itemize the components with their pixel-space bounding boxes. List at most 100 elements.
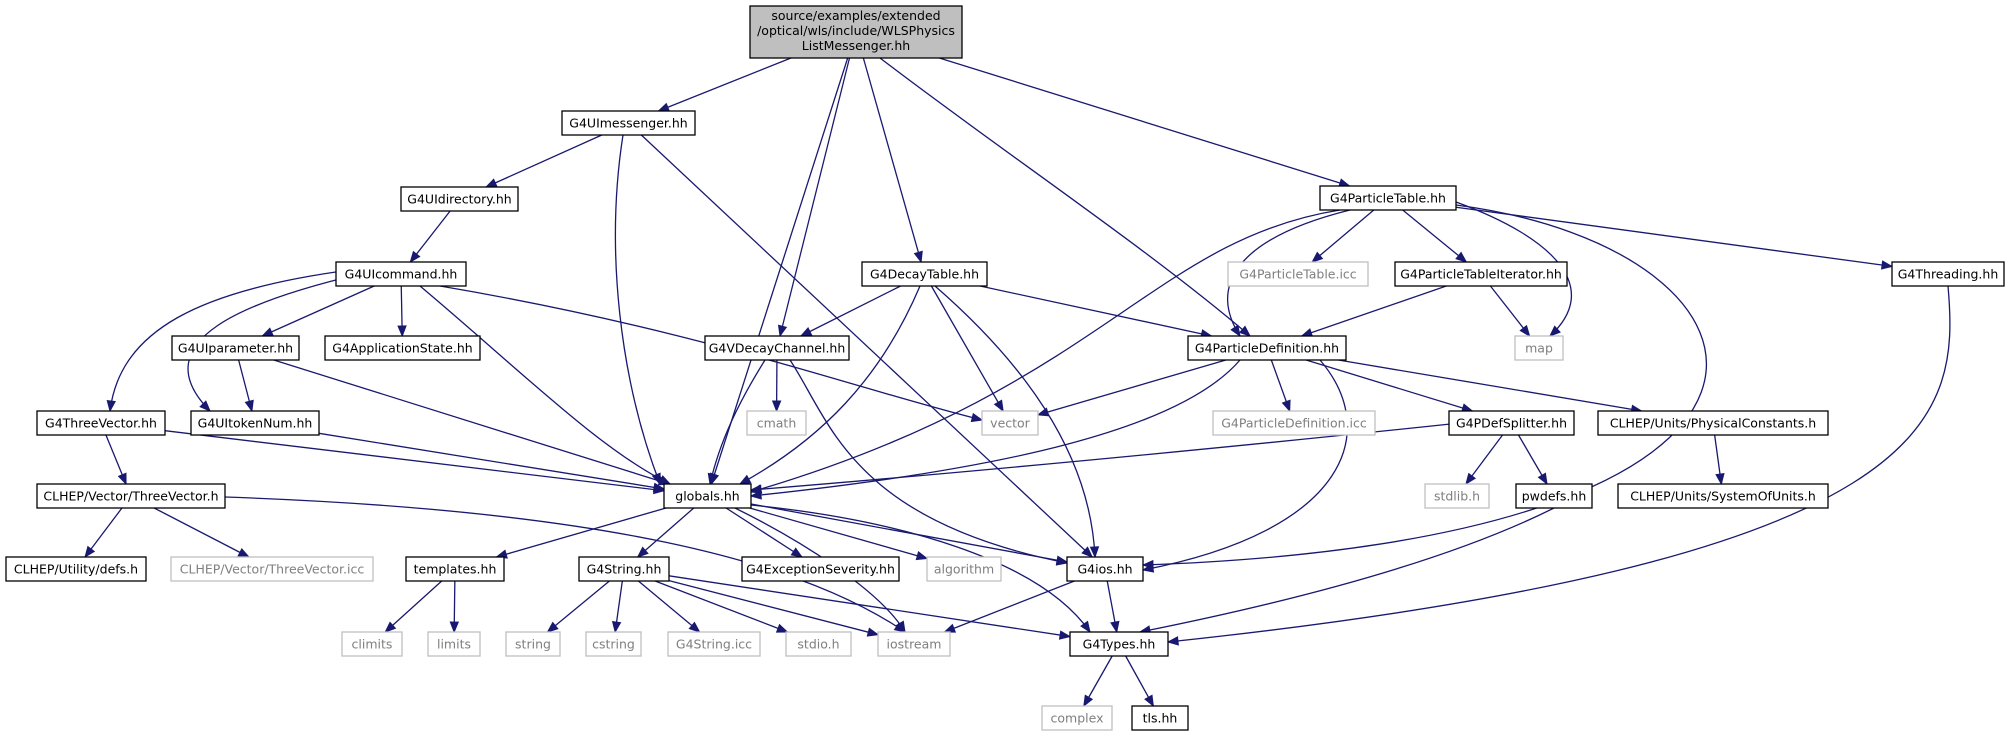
node-root-file[interactable]: source/examples/extended/optical/wls/inc…: [749, 5, 963, 59]
node-particletable[interactable]: G4ParticleTable.hh: [1319, 185, 1457, 211]
node-systemofunits[interactable]: CLHEP/Units/SystemOfUnits.h: [1617, 483, 1829, 509]
node-pdefsplitter[interactable]: G4PDefSplitter.hh: [1448, 410, 1575, 436]
edge-uicommand-to-threevector-arrowhead: [106, 399, 116, 413]
edge-globals-to-algorithm-arrowhead: [915, 551, 929, 561]
node-clhep_threevector-label: CLHEP/Vector/ThreeVector.h: [43, 489, 218, 504]
edge-pdefsplitter-to-globals-arrowhead: [749, 484, 762, 494]
edge-g4string-to-stdio: [654, 580, 788, 633]
node-systemofunits-label: CLHEP/Units/SystemOfUnits.h: [1630, 489, 1816, 504]
edge-particledefinition-to-vector: [1037, 359, 1227, 416]
node-g4string_icc: G4String.icc: [667, 631, 761, 657]
node-templates[interactable]: templates.hh: [405, 556, 505, 582]
node-g4string-label: G4String.hh: [587, 562, 662, 577]
node-complex: complex: [1041, 705, 1113, 731]
edge-globals-to-iostream-arrowhead: [895, 620, 906, 634]
node-map: map: [1514, 335, 1564, 361]
edge-globals-to-algorithm: [749, 507, 928, 560]
edge-root-to-particletable: [939, 57, 1350, 187]
node-stdio-label: stdio.h: [797, 637, 839, 652]
edge-g4string-to-stdio-arrowhead: [775, 623, 789, 633]
edge-uidirectory-to-uicommand: [409, 210, 451, 263]
node-g4string[interactable]: G4String.hh: [578, 556, 670, 582]
edge-uimessenger-to-uidirectory: [485, 134, 603, 188]
node-cstring: cstring: [585, 631, 642, 657]
edge-uiparameter-to-globals: [273, 359, 670, 485]
edge-g4string-to-g4types: [668, 575, 1071, 638]
node-vector-label: vector: [990, 416, 1031, 431]
edge-particletable-to-particledefinition-arrowhead: [1230, 324, 1241, 338]
node-particledefinition_icc: G4ParticleDefinition.icc: [1212, 410, 1376, 436]
node-threading[interactable]: G4Threading.hh: [1891, 261, 2005, 287]
edge-root-to-decaytable-arrowhead: [913, 250, 923, 264]
edge-templates-to-climits: [384, 580, 443, 633]
edge-templates-to-climits-arrowhead: [384, 621, 397, 633]
node-uimessenger[interactable]: G4UImessenger.hh: [561, 110, 696, 136]
edge-physicalconstants-to-systemofunits-arrowhead: [1715, 472, 1725, 486]
node-clhep_defs[interactable]: CLHEP/Utility/defs.h: [5, 556, 147, 582]
edge-particledefinition-to-globals-arrowhead: [749, 490, 762, 500]
edge-particletable-to-particletableiterator: [1402, 209, 1467, 263]
node-particletableiterator[interactable]: G4ParticleTableIterator.hh: [1394, 261, 1568, 287]
edge-particledefinition-to-globals: [750, 359, 1241, 497]
edge-globals-to-g4types: [750, 504, 1091, 633]
node-threevector[interactable]: G4ThreeVector.hh: [36, 410, 166, 436]
node-string: string: [505, 631, 561, 657]
nodes-layer: source/examples/extended/optical/wls/inc…: [5, 5, 2005, 731]
edge-uicommand-to-globals: [419, 285, 671, 485]
edge-decaytable-to-vector: [930, 285, 1004, 412]
node-clhep_threevector[interactable]: CLHEP/Vector/ThreeVector.h: [36, 483, 226, 509]
edge-clhep_threevector-to-clhep_threevector_icc-arrowhead: [237, 547, 251, 558]
node-vdecaychannel-label: G4VDecayChannel.hh: [709, 341, 846, 356]
node-tls[interactable]: tls.hh: [1131, 705, 1189, 731]
edge-g4string-to-g4string_icc: [637, 580, 701, 633]
edge-particletable-to-threading-arrowhead: [1880, 260, 1894, 270]
edge-g4ios-to-iostream: [944, 580, 1075, 633]
node-algorithm: algorithm: [926, 556, 1002, 582]
edge-root-to-decaytable: [862, 57, 922, 263]
edge-g4types-to-tls-arrowhead: [1144, 694, 1155, 708]
edge-decaytable-to-vector-arrowhead: [993, 399, 1004, 413]
edge-particletable-to-map-arrowhead: [1549, 325, 1561, 337]
node-stdlib-label: stdlib.h: [1434, 489, 1480, 504]
node-uidirectory[interactable]: G4UIdirectory.hh: [400, 186, 519, 212]
node-uitokennum-label: G4UItokenNum.hh: [198, 416, 313, 431]
node-physicalconstants[interactable]: CLHEP/Units/PhysicalConstants.h: [1597, 410, 1829, 436]
edge-threading-to-g4types-arrowhead: [1166, 636, 1179, 646]
node-algorithm-label: algorithm: [934, 562, 994, 577]
edge-particledefinition-to-pdefsplitter: [1305, 359, 1473, 412]
node-uitokennum[interactable]: G4UItokenNum.hh: [190, 410, 320, 436]
node-climits-label: climits: [352, 637, 393, 652]
edge-threading-to-g4types: [1167, 285, 1951, 643]
node-globals[interactable]: globals.hh: [663, 483, 752, 509]
node-exceptionseverity[interactable]: G4ExceptionSeverity.hh: [741, 556, 900, 582]
edge-decaytable-to-globals-arrowhead: [738, 474, 752, 485]
edge-uitokennum-to-globals: [318, 432, 665, 490]
node-vdecaychannel[interactable]: G4VDecayChannel.hh: [704, 335, 850, 361]
node-pdefsplitter-label: G4PDefSplitter.hh: [1456, 416, 1567, 431]
edge-uicommand-to-uitokennum: [187, 273, 361, 412]
node-particledefinition-label: G4ParticleDefinition.hh: [1195, 341, 1339, 356]
edge-uicommand-to-threevector: [109, 269, 351, 412]
edge-globals-to-g4types-arrowhead: [1080, 620, 1091, 634]
node-uiparameter[interactable]: G4UIparameter.hh: [171, 335, 300, 361]
node-g4types[interactable]: G4Types.hh: [1069, 631, 1169, 657]
node-map-label: map: [1525, 341, 1553, 356]
node-particledefinition[interactable]: G4ParticleDefinition.hh: [1187, 335, 1347, 361]
node-g4ios[interactable]: G4ios.hh: [1066, 556, 1144, 582]
edge-root-to-vdecaychannel-arrowhead: [777, 324, 788, 338]
edge-particledefinition-to-g4ios-arrowhead: [1141, 563, 1155, 573]
edge-pdefsplitter-to-stdlib-arrowhead: [1465, 472, 1477, 486]
edge-globals-to-g4string-arrowhead: [636, 546, 649, 558]
node-pwdefs[interactable]: pwdefs.hh: [1515, 483, 1593, 509]
node-uicommand[interactable]: G4UIcommand.hh: [335, 261, 467, 287]
edge-g4string-to-string: [547, 580, 610, 633]
edge-uimessenger-to-g4ios: [640, 134, 1093, 558]
edge-pdefsplitter-to-pwdefs-arrowhead: [1537, 472, 1548, 486]
edge-vdecaychannel-to-g4ios: [789, 359, 1068, 564]
edge-decaytable-to-particledefinition: [979, 285, 1212, 337]
node-vector: vector: [981, 410, 1039, 436]
node-decaytable[interactable]: G4DecayTable.hh: [861, 261, 988, 287]
node-appstate[interactable]: G4ApplicationState.hh: [324, 335, 481, 361]
edge-decaytable-to-vdecaychannel-arrowhead: [799, 327, 813, 337]
edge-g4string-to-g4types-arrowhead: [1058, 630, 1072, 640]
